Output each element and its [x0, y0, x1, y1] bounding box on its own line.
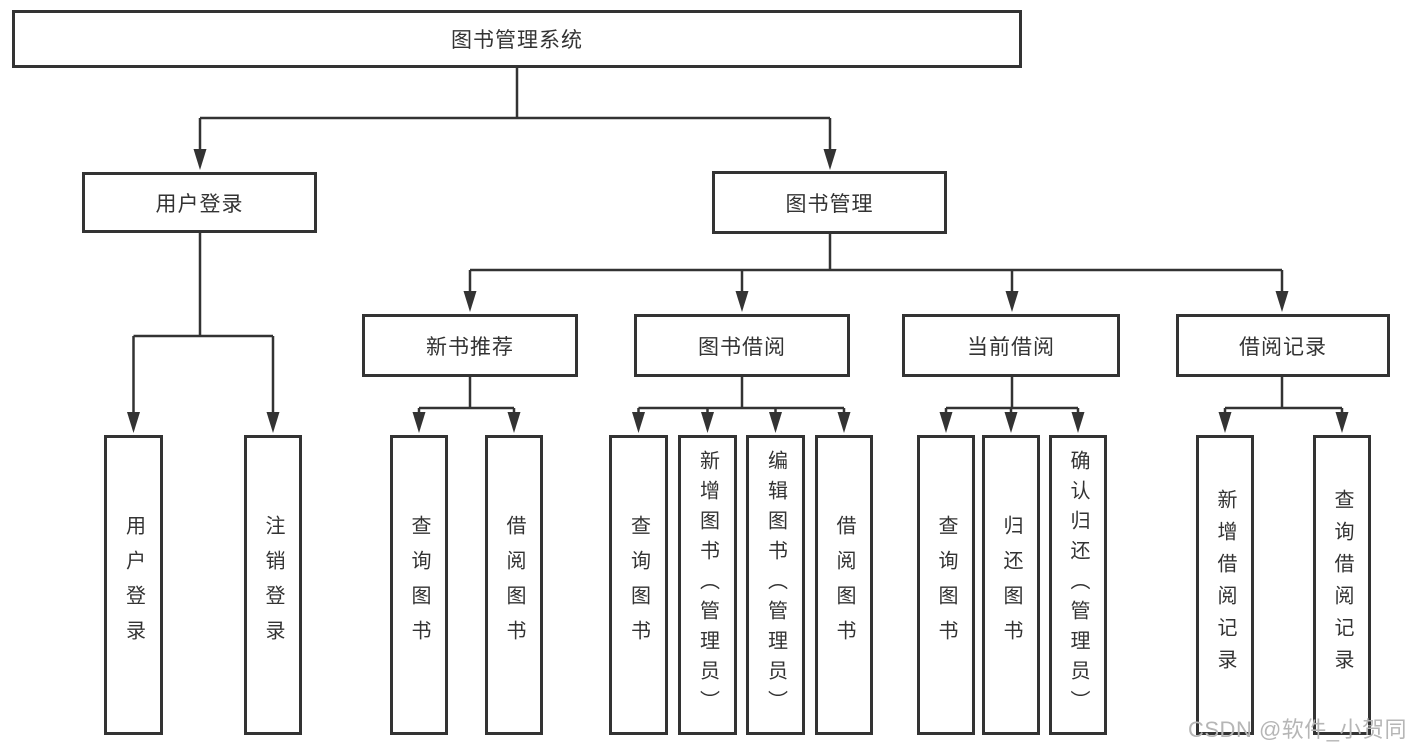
- leaf-label: 归还图书: [1000, 515, 1022, 655]
- node-user-login: 用户登录: [82, 172, 317, 233]
- leaf-logout: 注销登录: [244, 435, 302, 735]
- leaf-edit-book-admin: 编辑图书（管理员）: [746, 435, 805, 735]
- node-book-management: 图书管理: [712, 171, 947, 234]
- node-current-borrow: 当前借阅: [902, 314, 1120, 377]
- leaf-query-borrow-record: 查询借阅记录: [1313, 435, 1371, 735]
- leaf-borrow-books: 借阅图书: [815, 435, 873, 735]
- node-new-book-recommend: 新书推荐: [362, 314, 578, 377]
- leaf-label: 查询图书: [935, 515, 957, 655]
- leaf-label: 确认归还（管理员）: [1067, 450, 1089, 720]
- leaf-borrow-books: 借阅图书: [485, 435, 543, 735]
- leaf-query-books: 查询图书: [609, 435, 668, 735]
- leaf-label: 借阅图书: [833, 515, 855, 655]
- leaf-query-books: 查询图书: [390, 435, 448, 735]
- leaf-confirm-return-admin: 确认归还（管理员）: [1049, 435, 1107, 735]
- leaf-return-books: 归还图书: [982, 435, 1040, 735]
- leaf-query-books: 查询图书: [917, 435, 975, 735]
- leaf-label: 借阅图书: [503, 515, 525, 655]
- leaf-label: 新增图书（管理员）: [696, 450, 719, 720]
- leaf-add-borrow-record: 新增借阅记录: [1196, 435, 1254, 735]
- leaf-add-book-admin: 新增图书（管理员）: [678, 435, 737, 735]
- leaf-label: 查询借阅记录: [1331, 489, 1353, 681]
- node-library-system: 图书管理系统: [12, 10, 1022, 68]
- csdn-watermark: CSDN @软件_小贺同学: [1188, 717, 1405, 742]
- leaf-label: 查询图书: [408, 515, 430, 655]
- leaf-label: 新增借阅记录: [1214, 489, 1236, 681]
- leaf-label: 查询图书: [627, 515, 650, 655]
- leaf-user-login: 用户登录: [104, 435, 163, 735]
- leaf-label: 用户登录: [122, 515, 145, 655]
- node-borrow-records: 借阅记录: [1176, 314, 1390, 377]
- leaf-label: 编辑图书（管理员）: [764, 450, 787, 720]
- leaf-label: 注销登录: [262, 515, 284, 655]
- node-book-borrow: 图书借阅: [634, 314, 850, 377]
